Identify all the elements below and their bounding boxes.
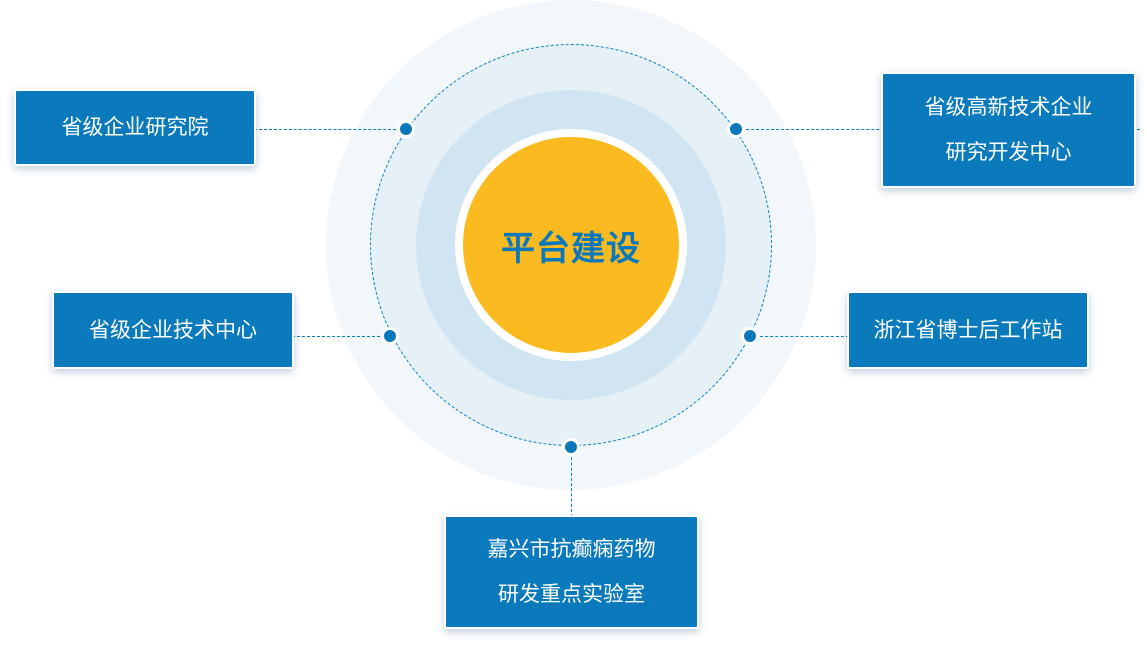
connector-line	[254, 129, 406, 130]
node-label: 省级企业技术中心	[89, 317, 257, 342]
node-dot	[741, 327, 759, 345]
node-high-tech-rd-center: 省级高新技术企业 研究开发中心	[881, 72, 1136, 188]
connector-line	[292, 336, 390, 337]
node-dot	[381, 327, 399, 345]
center-circle: 平台建设	[463, 137, 679, 353]
node-antiepileptic-lab: 嘉兴市抗癫痫药物 研发重点实验室	[444, 515, 699, 629]
connector-line	[750, 336, 849, 337]
node-enterprise-tech-center: 省级企业技术中心	[52, 291, 294, 369]
node-provincial-research-institute: 省级企业研究院	[14, 89, 256, 166]
node-label: 研究开发中心	[945, 140, 1072, 164]
node-postdoc-station: 浙江省博士后工作站	[847, 291, 1089, 369]
node-label: 研发重点实验室	[498, 582, 645, 606]
node-label: 嘉兴市抗癫痫药物	[487, 537, 656, 561]
node-label: 省级企业研究院	[61, 115, 209, 139]
center-title: 平台建设	[501, 228, 641, 269]
node-dot	[562, 438, 580, 456]
node-label: 浙江省博士后工作站	[873, 317, 1063, 342]
node-label: 省级高新技术企业	[924, 95, 1093, 119]
node-dot	[397, 120, 415, 138]
node-dot	[727, 120, 745, 138]
connector-line	[571, 447, 572, 517]
